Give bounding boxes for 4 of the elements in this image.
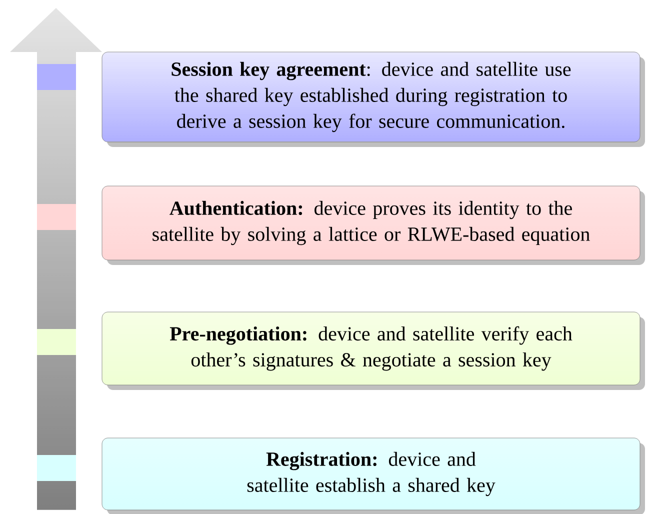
step-box: Registration: device and satellite establish a shared key	[102, 438, 645, 514]
step-box: Authentication: device proves its identity to the satellite by solving a lattice or RLWE-based equation	[102, 186, 645, 265]
step-box: Pre-negotiation: device and satellite verify each other’s signatures & negotiate a session key	[102, 312, 645, 390]
step-box: Session key agreement: device and satellite use the shared key established during registration to derive a session key for secure communication.	[102, 52, 645, 147]
